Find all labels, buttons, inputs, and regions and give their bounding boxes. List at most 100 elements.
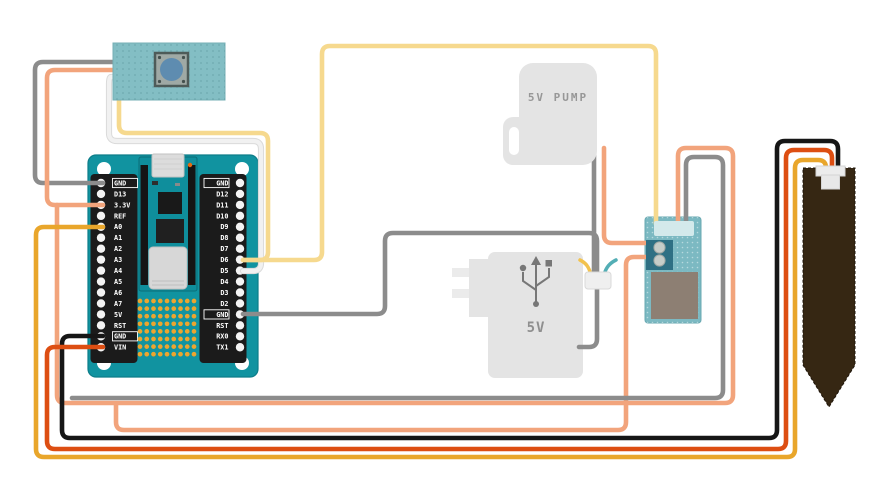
perf-hole [144, 321, 150, 327]
perf-hole [137, 329, 143, 334]
perf-hole [151, 321, 156, 327]
pin-label: D10 [216, 212, 228, 220]
pin-label: A6 [114, 289, 122, 297]
pin-label: D13 [114, 190, 126, 198]
pin-label: GND [114, 179, 126, 187]
perf-hole [137, 298, 143, 304]
perf-hole [164, 344, 170, 349]
perf-hole [191, 298, 197, 304]
right-pin-strip [199, 174, 247, 363]
pin-hole [235, 211, 245, 221]
perf-hole [151, 306, 156, 311]
wire-a0-probe-sig-amber [33, 157, 829, 460]
pump-label: 5V PUMP [528, 91, 588, 104]
perf-hole [151, 298, 156, 304]
probe-connector [815, 165, 846, 190]
usb-shield [151, 153, 185, 178]
relay-header [654, 221, 694, 236]
perf-hole [184, 344, 190, 349]
perf-hole [151, 329, 156, 334]
pin-hole [235, 178, 245, 188]
nano-header-left [140, 165, 148, 285]
perf-hole [184, 321, 190, 327]
perf-hole [137, 336, 143, 342]
perf-hole [171, 351, 177, 357]
pump: 5V PUMP [503, 63, 597, 165]
perf-hole [144, 298, 150, 304]
terminal-screw [653, 241, 666, 254]
pin-hole [235, 189, 245, 199]
gnd-badge [203, 309, 230, 320]
pin-label: A4 [114, 267, 122, 275]
mount-hole [235, 162, 249, 176]
nano-header-right [188, 165, 196, 285]
pin-label: D5 [220, 267, 228, 275]
perf-hole [157, 336, 163, 342]
pin-label: GND [216, 179, 228, 187]
gnd-badge [203, 177, 230, 189]
perf-hole [184, 298, 190, 304]
button-cap [160, 58, 183, 81]
perf-hole [178, 336, 183, 342]
pin-hole [96, 277, 106, 286]
wire-vin-probe-red [44, 147, 835, 452]
pin-hole [96, 244, 106, 253]
perf-hole [157, 351, 163, 357]
perf-hole [184, 313, 190, 319]
adapter-label: 5V [527, 320, 546, 336]
perf-hole [171, 344, 177, 349]
perf-hole [164, 351, 170, 357]
pin-label: GND [216, 311, 228, 319]
perf-hole [137, 306, 143, 311]
radio-chip [156, 219, 184, 243]
pin-label: D3 [220, 289, 228, 297]
pin-label: RST [114, 322, 126, 330]
pin-hole [235, 343, 245, 352]
perf-hole [191, 329, 197, 334]
perf-hole [151, 313, 156, 319]
pin-hole [96, 211, 106, 221]
rf-shield [148, 246, 188, 290]
perf-hole [164, 313, 170, 319]
perf-hole [178, 313, 183, 319]
perf-hole [157, 313, 163, 319]
perf-hole [164, 306, 170, 311]
pin-hole [235, 222, 245, 231]
pin-label: D6 [220, 256, 228, 264]
wires [32, 43, 841, 460]
pin-hole [96, 189, 106, 199]
perf-hole [137, 351, 143, 357]
terminal-screw [653, 254, 666, 267]
perf-hole [144, 313, 150, 319]
perf-hole [178, 329, 183, 334]
pump-body [519, 63, 597, 165]
perf-hole [157, 298, 163, 304]
pin-hole [96, 233, 106, 242]
perf-hole [171, 306, 177, 311]
perf-hole [144, 329, 150, 334]
perf-hole [178, 306, 183, 311]
perf-hole [137, 321, 143, 327]
pin-label: D11 [216, 201, 228, 209]
perf-hole [184, 306, 190, 311]
power-adapter: 5V [452, 252, 583, 378]
pin-label: A0 [114, 223, 122, 231]
pin-hole [96, 299, 106, 308]
perf-hole [164, 336, 170, 342]
pin-hole [96, 321, 106, 330]
pin-label: A3 [114, 256, 122, 264]
inline-connector [578, 258, 618, 290]
perf-hole [191, 336, 197, 342]
perf-hole [171, 298, 177, 304]
plug-block [469, 259, 492, 317]
perf-hole [171, 321, 177, 327]
pin-hole [235, 321, 245, 330]
perf-hole [191, 351, 197, 357]
perf-hole [157, 306, 163, 311]
perf-hole [191, 306, 197, 311]
perf-hole [137, 344, 143, 349]
pin-label: D2 [220, 300, 228, 308]
perf-hole [171, 329, 177, 334]
